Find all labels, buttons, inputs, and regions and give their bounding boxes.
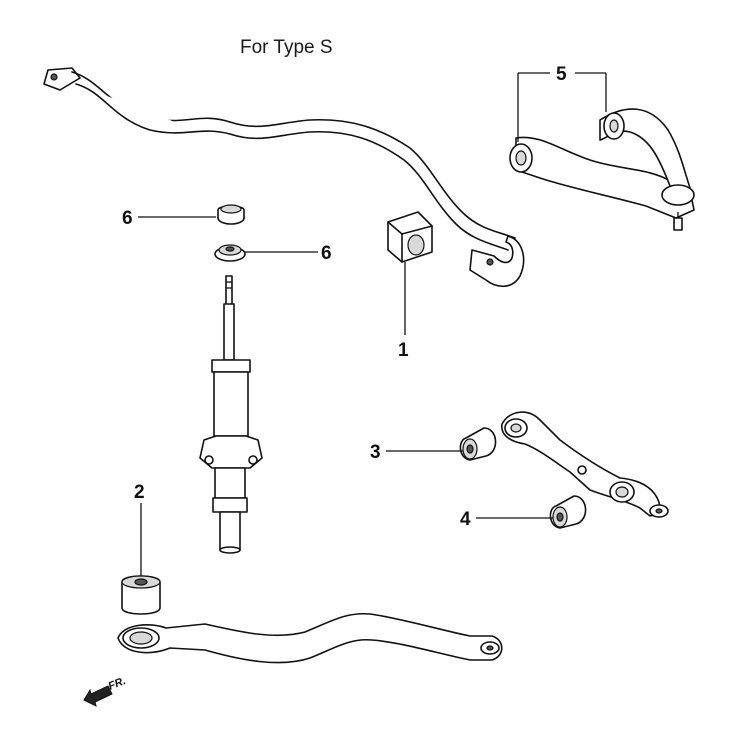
shock-absorber (199, 275, 263, 554)
diagram-title: For Type S (240, 37, 333, 58)
callout-6-top: 6 (122, 208, 133, 229)
lower-control-arm (501, 411, 669, 518)
front-direction-arrow: FR. (83, 675, 128, 707)
lower-arm-bushing-rear (549, 495, 587, 529)
stabilizer-bushing (387, 211, 433, 263)
lower-arm-bushing-front (459, 427, 497, 461)
upper-mount-bushing-bottom (214, 244, 246, 262)
callout-1: 1 (398, 340, 409, 361)
callout-6-bottom: 6 (321, 243, 332, 264)
stabilizer-bar (43, 67, 525, 288)
upper-control-arm (509, 108, 695, 231)
upper-mount-bushing-top (217, 204, 245, 225)
direction-label: FR. (107, 675, 128, 693)
callout-2: 2 (134, 482, 145, 503)
compliance-bushing (121, 575, 161, 615)
callout-4: 4 (460, 509, 471, 530)
callout-5: 5 (556, 64, 567, 85)
radius-rod (117, 612, 503, 664)
callout-3: 3 (370, 442, 381, 463)
